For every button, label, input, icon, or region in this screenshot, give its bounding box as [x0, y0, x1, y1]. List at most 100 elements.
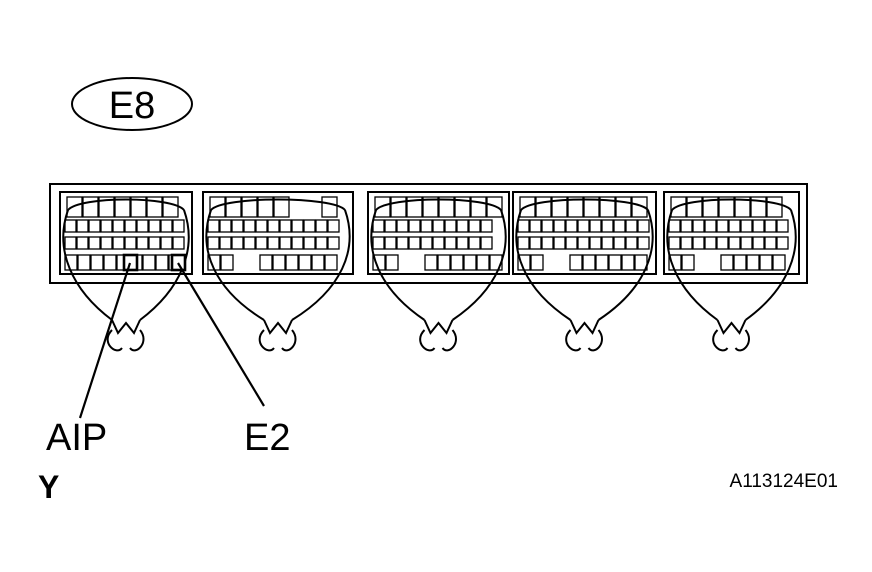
terminal-pin	[692, 219, 705, 233]
terminal-pin	[456, 219, 469, 233]
terminal-pin	[130, 196, 147, 218]
terminal-pin	[529, 219, 542, 233]
connector-section	[663, 191, 800, 352]
terminal-pin	[680, 219, 693, 233]
terminal-pin	[285, 254, 299, 271]
terminal-pin	[740, 219, 753, 233]
terminal-pin	[625, 219, 638, 233]
wire-color-label: Y	[38, 469, 59, 505]
terminal-pin	[535, 196, 552, 218]
terminal-pin	[772, 254, 786, 271]
terminal-pin	[396, 236, 409, 250]
wire-loop	[205, 198, 351, 321]
terminal-pin	[476, 254, 490, 271]
terminal-pin	[776, 236, 789, 250]
terminal-pin	[279, 219, 292, 233]
terminal-pin	[728, 236, 741, 250]
terminal-pin	[589, 236, 602, 250]
terminal-pin	[529, 236, 542, 250]
terminal-pin	[541, 236, 554, 250]
terminal-pin	[241, 196, 258, 218]
terminal-pin	[207, 236, 220, 250]
terminal-pin	[601, 219, 614, 233]
terminal-pin	[728, 219, 741, 233]
terminal-pin	[746, 254, 760, 271]
terminal-pin	[438, 196, 455, 218]
terminal-pin	[454, 196, 471, 218]
terminal-pin	[681, 254, 695, 271]
terminal-pin	[220, 254, 234, 271]
terminal-pin	[420, 236, 433, 250]
connector-section	[202, 191, 354, 352]
terminal-pin	[553, 236, 566, 250]
terminal-pin	[172, 236, 185, 250]
connector-code-text: E8	[109, 85, 155, 127]
wire-end	[565, 319, 603, 352]
terminal-pin	[716, 219, 729, 233]
aip-terminal	[122, 253, 139, 272]
terminal-pin	[424, 254, 438, 271]
terminal-pin	[390, 196, 407, 218]
terminal-pin	[162, 196, 179, 218]
terminal-pin	[315, 219, 328, 233]
terminal-pin	[406, 196, 423, 218]
terminal-pin	[621, 254, 635, 271]
terminal-pin	[589, 219, 602, 233]
terminal-pin	[764, 219, 777, 233]
terminal-pin	[259, 254, 273, 271]
connector-sections	[59, 191, 800, 352]
terminal-pin	[279, 236, 292, 250]
terminal-pin	[432, 219, 445, 233]
terminal-pin	[577, 219, 590, 233]
terminal-pin	[422, 196, 439, 218]
terminal-pin	[243, 236, 256, 250]
terminal-pin	[112, 219, 125, 233]
terminal-pin	[716, 236, 729, 250]
terminal-pin	[468, 219, 481, 233]
terminal-pin	[64, 219, 77, 233]
terminal-pin	[267, 219, 280, 233]
terminal-pin	[372, 219, 385, 233]
terminal-pin	[311, 254, 325, 271]
terminal-pin	[231, 236, 244, 250]
terminal-pin	[408, 219, 421, 233]
connector-housing	[49, 183, 808, 284]
terminal-pin	[720, 254, 734, 271]
terminal-pin	[142, 254, 156, 271]
terminal-pin	[124, 219, 137, 233]
terminal-pin	[420, 219, 433, 233]
terminal-pin	[303, 236, 316, 250]
terminal-pin	[384, 236, 397, 250]
terminal-pin	[64, 236, 77, 250]
terminal-pin	[327, 219, 340, 233]
terminal-pin	[207, 219, 220, 233]
terminal-pin	[385, 254, 399, 271]
terminal-pin	[463, 254, 477, 271]
terminal-pin	[291, 236, 304, 250]
terminal-pin	[303, 219, 316, 233]
terminal-pin	[734, 196, 751, 218]
terminal-pin	[432, 236, 445, 250]
terminal-pin	[444, 219, 457, 233]
terminal-pin	[315, 236, 328, 250]
terminal-pin	[631, 196, 648, 218]
terminal-pin	[704, 219, 717, 233]
terminal-pin	[298, 254, 312, 271]
terminal-pin	[637, 219, 650, 233]
terminal-pin	[456, 236, 469, 250]
terminal-pin	[625, 236, 638, 250]
figure-code: A113124E01	[730, 471, 838, 492]
terminal-pin	[100, 236, 113, 250]
terminal-pin	[480, 236, 493, 250]
terminal-pin	[272, 254, 286, 271]
terminal-pin	[148, 236, 161, 250]
terminal-pin	[634, 254, 648, 271]
wire-end	[106, 319, 145, 352]
wire-loop	[515, 198, 654, 321]
terminal-pin	[718, 196, 735, 218]
terminal-pin	[450, 254, 464, 271]
terminal-pin	[273, 196, 290, 218]
terminal-pin	[541, 219, 554, 233]
terminal-pin	[613, 219, 626, 233]
terminal-pin	[583, 196, 600, 218]
